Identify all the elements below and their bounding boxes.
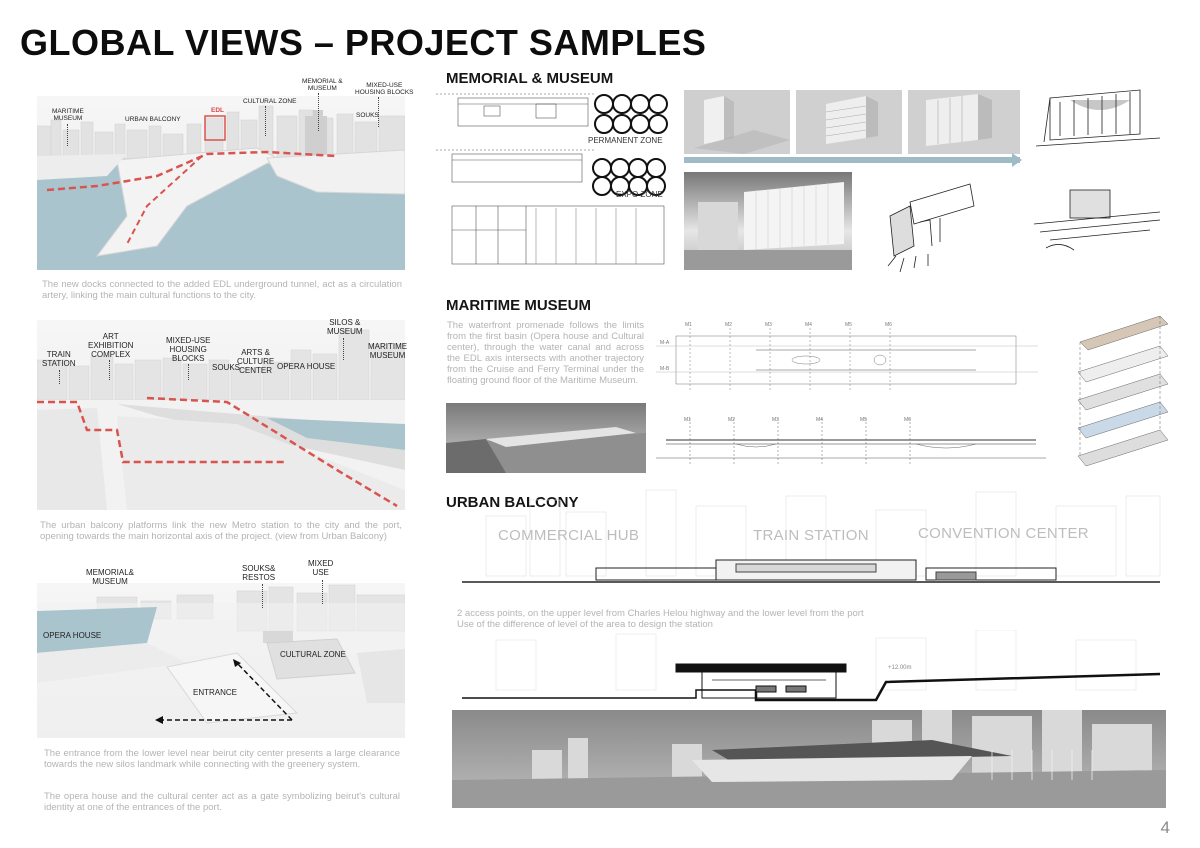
grid-m1: M1 (685, 322, 692, 328)
urban-balcony-section-1 (456, 486, 1166, 590)
label-art-exhibition: ART EXHIBITION COMPLEX (88, 332, 134, 359)
label-maritime-museum: MARITIME MUSEUM (52, 108, 84, 122)
label-convention-center: CONVENTION CENTER (918, 525, 1089, 542)
grid-mb: M-B (660, 366, 670, 372)
label-souks: SOUKS (356, 112, 379, 119)
caption-view1: The new docks connected to the added EDL… (42, 279, 402, 301)
access-text-2: Use of the difference of level of the ar… (457, 619, 713, 630)
label-opera-house: OPERA HOUSE (277, 362, 336, 371)
label-mixed-use-3: MIXED USE (308, 559, 334, 577)
caption-view2: The urban balcony platforms link the new… (40, 520, 402, 542)
section-m5: M5 (860, 417, 867, 423)
memorial-sketch-1 (1030, 80, 1166, 156)
label-arts-culture: ARTS & CULTURE CENTER (237, 348, 275, 375)
heading-memorial-museum: MEMORIAL & MUSEUM (446, 70, 614, 87)
memorial-render-3 (908, 90, 1020, 154)
label-permanent-zone: PERMANENT ZONE (588, 136, 663, 145)
label-urban-balcony: URBAN BALCONY (125, 116, 181, 123)
memorial-sketch-2 (870, 176, 1010, 276)
heading-urban-balcony: URBAN BALCONY (446, 494, 579, 511)
label-maritime-museum-2: MARITIME MUSEUM (368, 342, 408, 360)
caption-view3: The entrance from the lower level near b… (44, 748, 400, 770)
memorial-photo-render (684, 172, 852, 270)
caption-view3b: The opera house and the cultural center … (44, 791, 400, 813)
label-souks-2: SOUKS (212, 363, 241, 372)
label-cultural-zone-3: CULTURAL ZONE (280, 650, 346, 659)
access-text-1: 2 access points, on the upper level from… (457, 608, 864, 619)
label-edl: EDL (211, 107, 224, 114)
maritime-render (446, 403, 646, 473)
label-mixed-use-housing: MIXED-USE HOUSING BLOCKS (166, 336, 211, 363)
maritime-plan (656, 316, 1038, 396)
memorial-render-1 (684, 90, 790, 154)
label-train-station: TRAIN STATION (42, 350, 76, 368)
urban-balcony-render (452, 710, 1166, 808)
urban-balcony-section-2 (456, 630, 1166, 706)
maritime-exploded-axo (1060, 296, 1170, 472)
perspective-urban-balcony (37, 320, 405, 510)
label-memorial-museum-3: MEMORIAL& MUSEUM (86, 568, 135, 586)
label-mixed-use: MIXED-USE HOUSING BLOCKS (355, 82, 414, 96)
grid-m3: M3 (765, 322, 772, 328)
section-m4: M4 (816, 417, 823, 423)
grid-m6: M6 (885, 322, 892, 328)
page-number: 4 (1160, 818, 1170, 837)
section-m2: M2 (728, 417, 735, 423)
memorial-floor-plans (436, 90, 672, 270)
label-memorial-museum: MEMORIAL & MUSEUM (302, 78, 343, 92)
level-mark: +12.00m (888, 665, 912, 671)
grid-m5: M5 (845, 322, 852, 328)
memorial-sketch-3 (1030, 180, 1166, 264)
label-train-station-section: TRAIN STATION (753, 527, 869, 544)
label-cultural-zone: CULTURAL ZONE (243, 98, 297, 105)
label-commercial-hub: COMMERCIAL HUB (498, 527, 640, 544)
section-m3: M3 (772, 417, 779, 423)
aerial-view-docks (37, 96, 405, 270)
label-entrance: ENTRANCE (193, 688, 238, 697)
label-opera-house-3: OPERA HOUSE (43, 631, 102, 640)
heading-maritime-museum: MARITIME MUSEUM (446, 297, 591, 314)
grid-m2: M2 (725, 322, 732, 328)
section-m6: M6 (904, 417, 911, 423)
label-silos-museum: SILOS & MUSEUM (327, 318, 363, 336)
memorial-render-2 (796, 90, 902, 154)
grid-m4: M4 (805, 322, 812, 328)
section-m1: M1 (684, 417, 691, 423)
sequence-arrow (684, 157, 1020, 163)
page-title: GLOBAL VIEWS – PROJECT SAMPLES (20, 22, 707, 63)
maritime-text: The waterfront promenade follows the lim… (447, 320, 644, 386)
label-expo-zone: EXPO ZONE (616, 190, 663, 199)
maritime-section (656, 412, 1046, 470)
label-souks-restos: SOUKS& RESTOS (242, 564, 276, 582)
perspective-entrance (37, 583, 405, 738)
grid-ma: M-A (660, 340, 670, 346)
